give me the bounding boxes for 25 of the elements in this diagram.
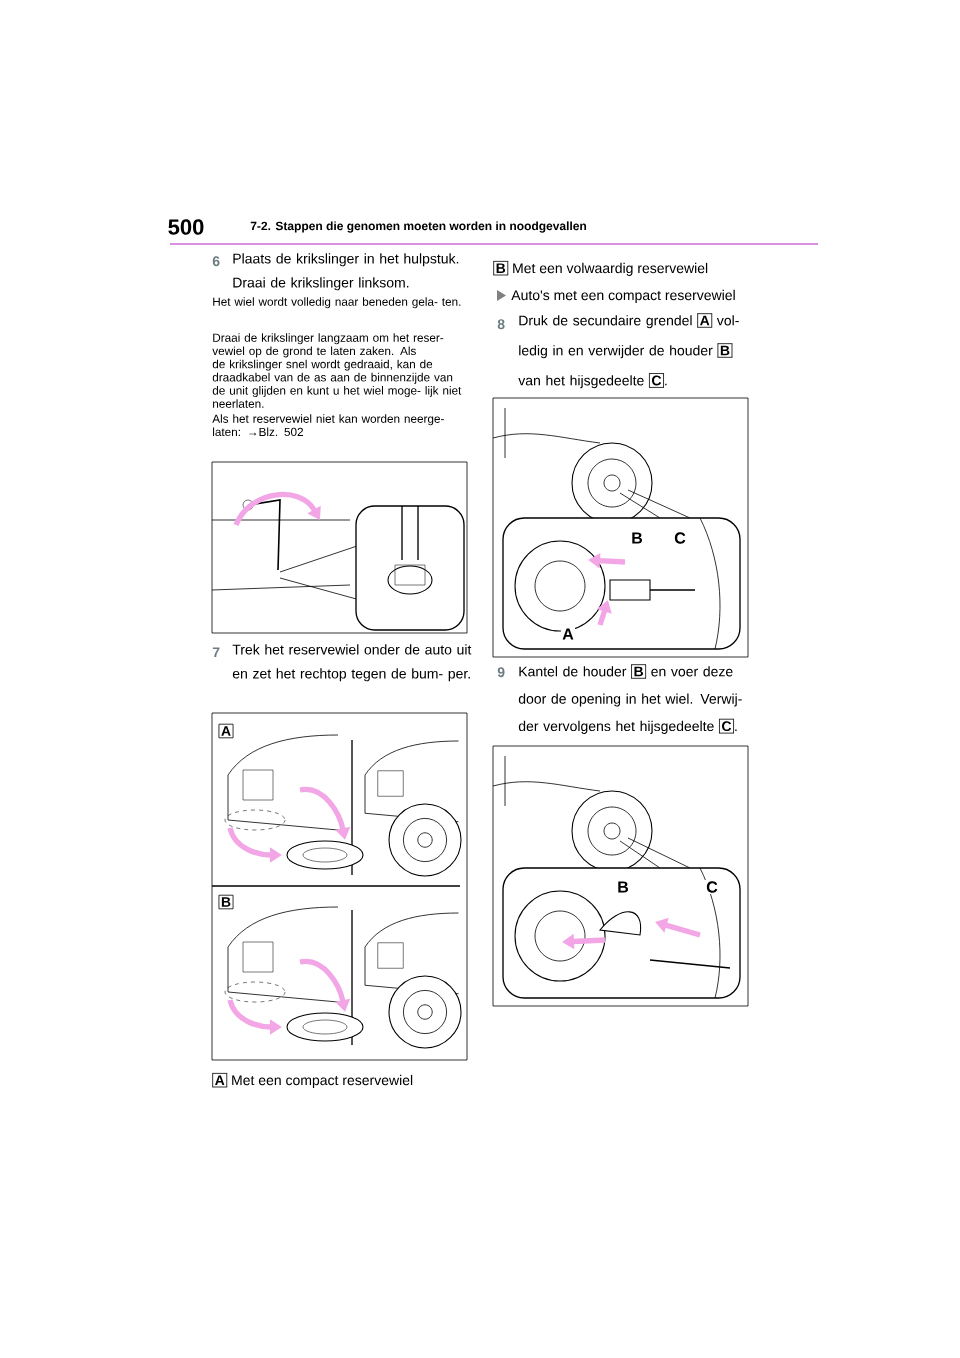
step-number: 9 [497, 667, 505, 678]
caption-text: A Met een compact reservewiel [211, 1073, 413, 1088]
step-number: 8 [497, 319, 505, 330]
step-instruction: Plaats de krikslinger in het hulpstuk. Draai de krikslinger linksom. [233, 253, 459, 291]
step-instruction: Druk de secundaire grendel A vol- ledig in en verwijder de houder B van het hijsgedeelte C . [518, 313, 739, 389]
page-number: 500 [168, 219, 204, 235]
callout-letter: C [718, 718, 735, 734]
callout-letter: B [492, 260, 509, 276]
step-instruction: Trek het reservewiel onder de auto uit en zet het rechtop tegen de bum- per. [232, 644, 472, 682]
callout-letter: B [630, 664, 647, 679]
note-text: Het wiel wordt volledig naar beneden gela- ten. [213, 297, 461, 309]
step-number: 7 [212, 647, 220, 657]
section-title: 7-2. Stappen die genomen moeten worden in noodgevallen [250, 221, 587, 233]
callout-letter: B [717, 343, 733, 358]
callout-letter: C [648, 373, 665, 388]
callout-letter: A [696, 313, 713, 328]
callout-letter: B [218, 894, 234, 910]
note-text: Draai de krikslinger langzaam om het reser- vewiel op de grond te laten zaken. Als de krikslinger snel wordt gedraaid, kan de draadkabel van de as aan de binnenzijde van de unit glijden en kunt u het wiel moge- lijk niet neerlaten. [212, 333, 462, 408]
callout-letter: A [211, 1073, 228, 1088]
condition-text: Auto's met een compact reservewiel [511, 289, 735, 303]
caption-text: B Met een volwaardig reservewiel [492, 260, 708, 276]
note-text: Als het reservewiel niet kan worden neerge- laten: →Blz. 502 [212, 414, 444, 437]
step-instruction: Kantel de houder B en voer deze door de opening in het wiel. Verwij- der vervolgens het hijsgedeelte C . [518, 664, 742, 734]
callout-letter: A [218, 723, 234, 739]
step-number: 6 [212, 256, 220, 267]
